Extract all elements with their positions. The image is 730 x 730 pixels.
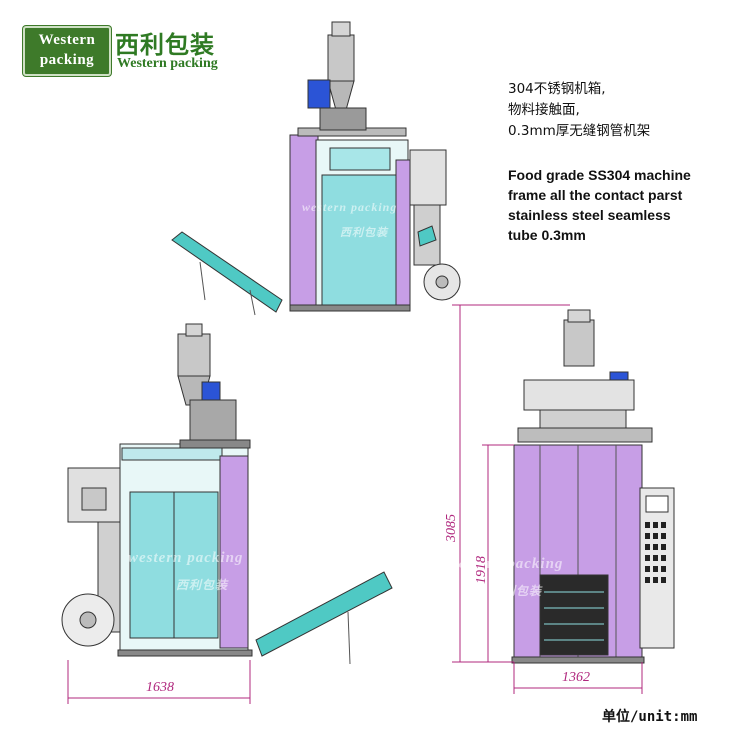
top-right-panel: [395, 159, 411, 311]
watermark-front-cn: 西利包装: [490, 584, 543, 598]
control-button: [661, 555, 666, 561]
control-button: [661, 577, 666, 583]
side-machine-view: [61, 323, 393, 665]
watermark-top-en: western packing: [302, 200, 398, 214]
control-button: [653, 544, 658, 550]
control-button: [653, 522, 658, 528]
control-button: [653, 555, 658, 561]
note-cn-3: 0.3mm厚无缝钢管机架: [508, 123, 651, 139]
control-button: [661, 522, 666, 528]
dim-label-side-width: 1638: [146, 680, 174, 695]
brand-chinese-name: 西利包装: [115, 31, 215, 59]
brand-english-name: Western packing: [117, 56, 218, 71]
control-button: [645, 555, 650, 561]
brand-logo: Western packing: [23, 26, 111, 76]
top-cyan-cabinet: [321, 174, 399, 306]
side-left-mechanism: [67, 467, 125, 523]
note-cn-2: 物料接触面,: [508, 102, 580, 118]
top-side-arm: [417, 225, 437, 247]
watermark-top-cn: 西利包装: [340, 226, 388, 239]
dim-label-front-width: 1362: [562, 670, 590, 685]
control-screen: [645, 495, 669, 513]
top-machine-view: [171, 21, 461, 316]
front-machine-view: [511, 309, 675, 664]
watermark-front-en: western packing: [448, 556, 564, 572]
note-en-4: tube 0.3mm: [508, 227, 586, 243]
logo-line-2: packing: [39, 52, 95, 68]
logo-line-1: Western: [38, 32, 96, 48]
side-violet-panel: [219, 455, 249, 649]
note-cn-1: 304不锈钢机箱,: [508, 81, 606, 97]
control-button: [661, 544, 666, 550]
dim-label-total-height: 3085: [444, 514, 459, 542]
control-button: [645, 577, 650, 583]
note-en-2: frame all the contact parst: [508, 187, 683, 203]
control-button: [661, 533, 666, 539]
watermark-side-cn: 西利包装: [176, 578, 229, 592]
side-hopper: [177, 333, 211, 377]
control-buttons-grid: [645, 522, 666, 583]
control-button: [645, 522, 650, 528]
control-button: [653, 566, 658, 572]
output-chute: [539, 574, 609, 656]
top-motor: [307, 79, 331, 109]
top-hopper: [327, 34, 355, 82]
side-conveyor: [255, 571, 393, 657]
watermark-side-en: western packing: [128, 550, 244, 566]
top-conveyor: [171, 231, 283, 313]
control-button: [645, 566, 650, 572]
dim-label-cabinet-height: 1918: [474, 556, 489, 584]
front-hopper: [563, 319, 595, 367]
note-en-3: stainless steel seamless: [508, 207, 671, 223]
control-button: [645, 533, 650, 539]
unit-label: 单位/unit:mm: [602, 709, 698, 725]
control-button: [653, 533, 658, 539]
top-left-panel: [289, 134, 319, 306]
control-button: [661, 566, 666, 572]
control-button: [645, 544, 650, 550]
note-en-1: Food grade SS304 machine: [508, 167, 691, 183]
side-motor: [201, 381, 221, 401]
control-button: [653, 577, 658, 583]
dimension-lines: [67, 304, 643, 704]
